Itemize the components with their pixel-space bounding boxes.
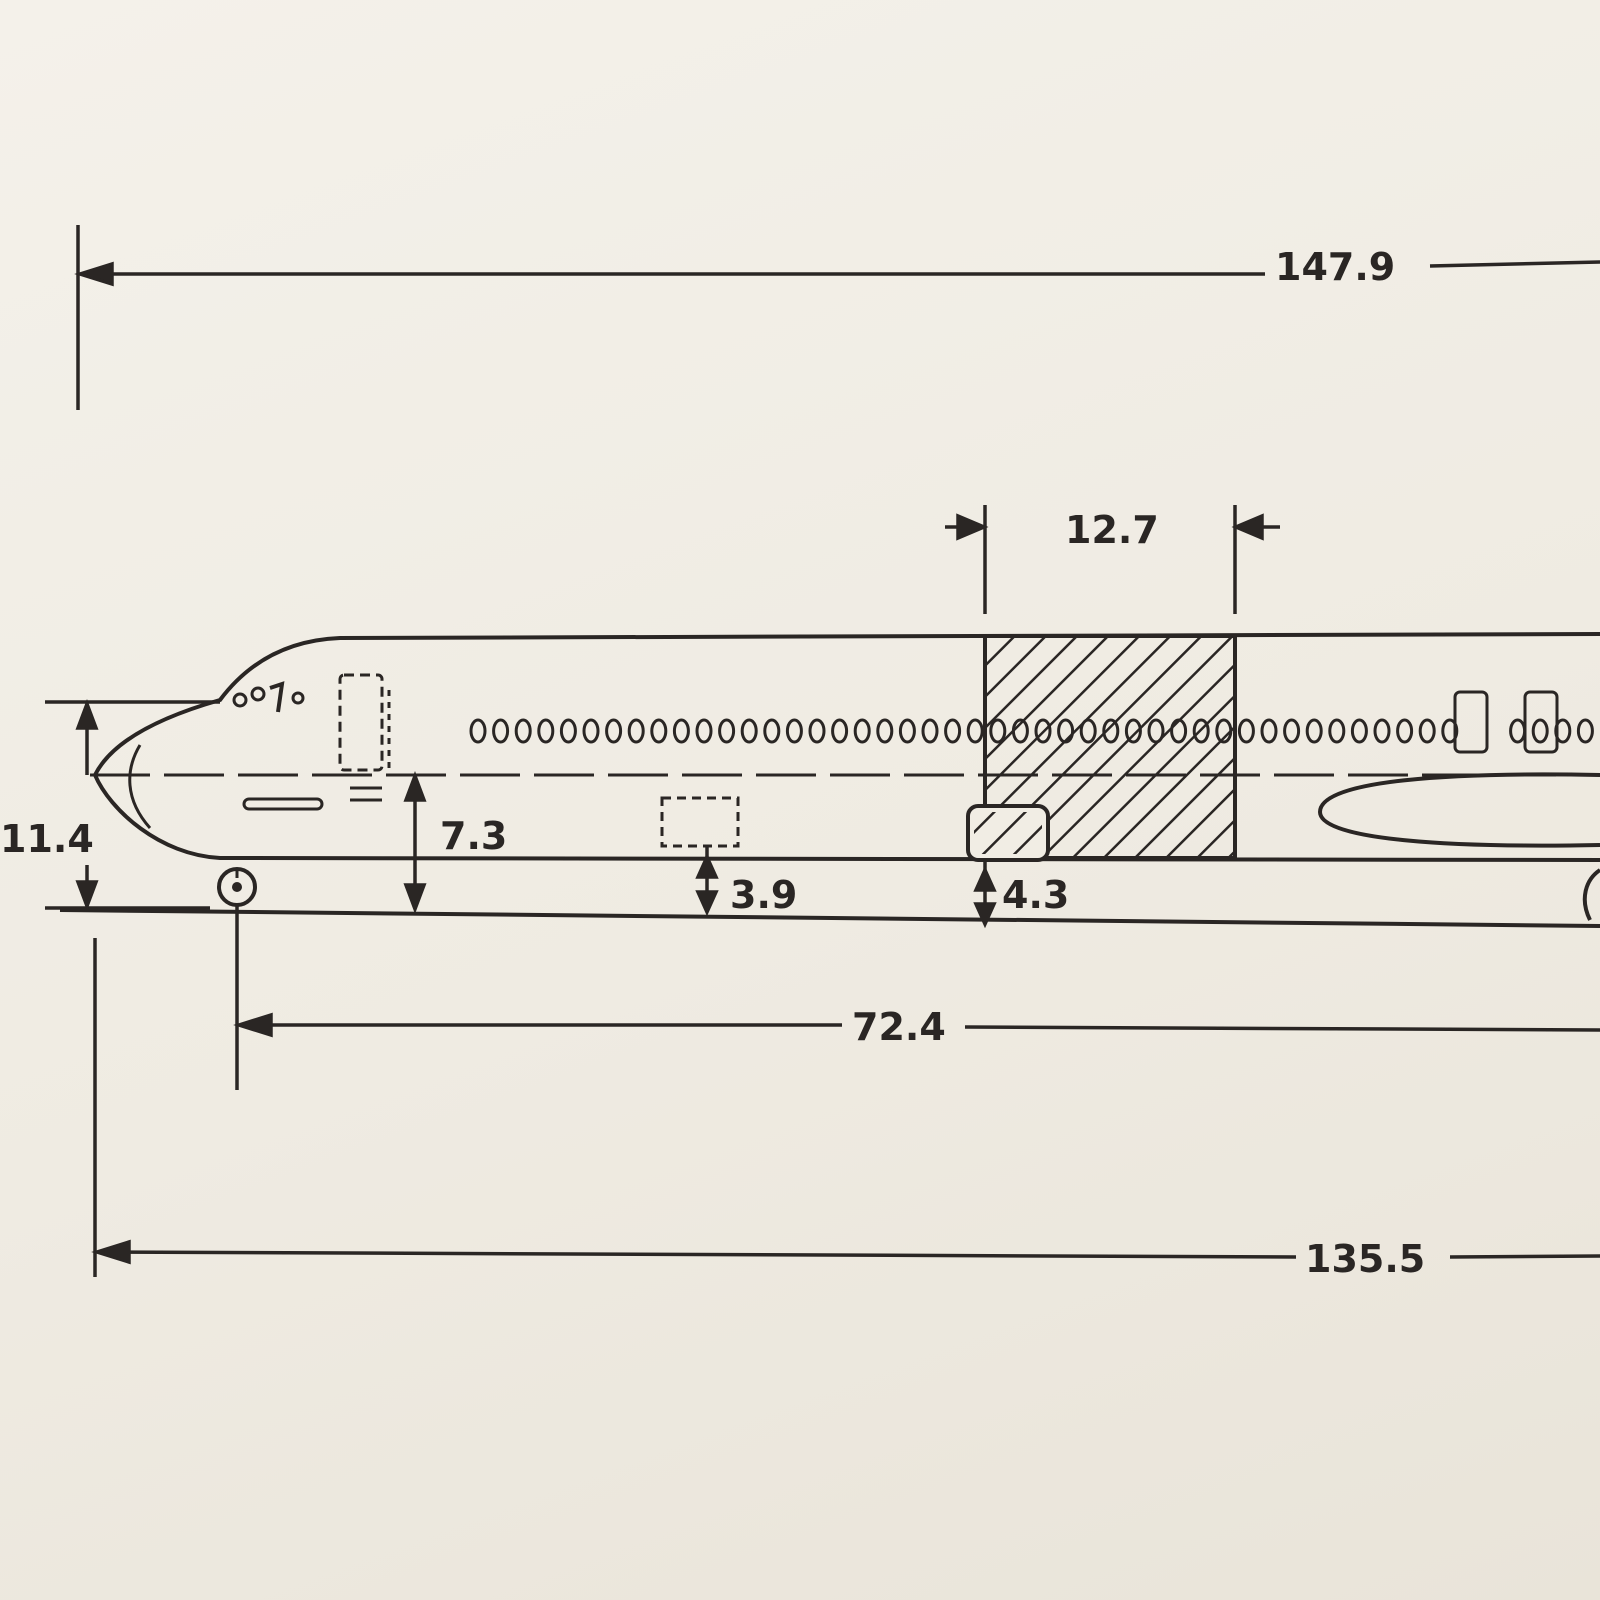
nose-to-main-gear-label: 72.4 [852, 1005, 946, 1049]
cockpit-windows [232, 681, 305, 713]
cabin-window [1509, 718, 1527, 744]
cabin-window [1350, 718, 1368, 744]
cabin-window [944, 718, 962, 744]
cabin-window [1373, 718, 1391, 744]
overwing-exits [1453, 690, 1559, 754]
radome-line [128, 744, 152, 829]
cabin-window [1237, 718, 1255, 744]
nose-height-label: 11.4 [0, 817, 94, 861]
cabin-window [582, 718, 600, 744]
cabin-window [605, 718, 623, 744]
cabin-window [1260, 718, 1278, 744]
cabin-window [785, 718, 803, 744]
fuselage-length-label: 135.5 [1305, 1237, 1425, 1281]
cabin-window [808, 718, 826, 744]
cabin-window [1305, 718, 1323, 744]
cabin-window [514, 718, 532, 744]
cabin-window [469, 718, 487, 744]
cargo-sill-height-label: 4.3 [1002, 873, 1069, 917]
cabin-window [627, 718, 645, 744]
door-width-label: 12.7 [1065, 508, 1159, 552]
cabin-window [1576, 718, 1594, 744]
cabin-window [672, 718, 690, 744]
cabin-window [1396, 718, 1414, 744]
nose-access-panels [242, 786, 382, 811]
ground-line [59, 908, 1600, 928]
cabin-window [650, 718, 668, 744]
cabin-window [763, 718, 781, 744]
cabin-window [831, 718, 849, 744]
cabin-window [537, 718, 555, 744]
cabin-window [492, 718, 510, 744]
forward-entry-door [338, 673, 384, 772]
cabin-window [876, 718, 894, 744]
cabin-window [718, 718, 736, 744]
forward-sill-height-label: 3.9 [730, 873, 797, 917]
cabin-window [966, 718, 984, 744]
cabin-window [740, 718, 758, 744]
fuselage-outline [59, 632, 1600, 928]
cabin-window [1441, 718, 1459, 744]
cockpit-floor-height-label: 7.3 [440, 814, 507, 858]
cabin-window [1283, 718, 1301, 744]
cabin-window [1531, 718, 1549, 744]
cabin-window [921, 718, 939, 744]
cabin-window [695, 718, 713, 744]
fuselage-top-and-nose [92, 632, 1600, 862]
cabin-window [559, 718, 577, 744]
cabin-window [1328, 718, 1346, 744]
cabin-window [1418, 718, 1436, 744]
dimension-lines [45, 225, 1600, 1277]
overall-length-label: 147.9 [1275, 245, 1395, 289]
wing-root-fairing [1317, 772, 1600, 848]
forward-cargo-door [660, 796, 740, 848]
engine-nacelle-edge [1582, 868, 1600, 921]
nose-gear [217, 867, 257, 907]
cabin-window [898, 718, 916, 744]
cabin-window [853, 718, 871, 744]
